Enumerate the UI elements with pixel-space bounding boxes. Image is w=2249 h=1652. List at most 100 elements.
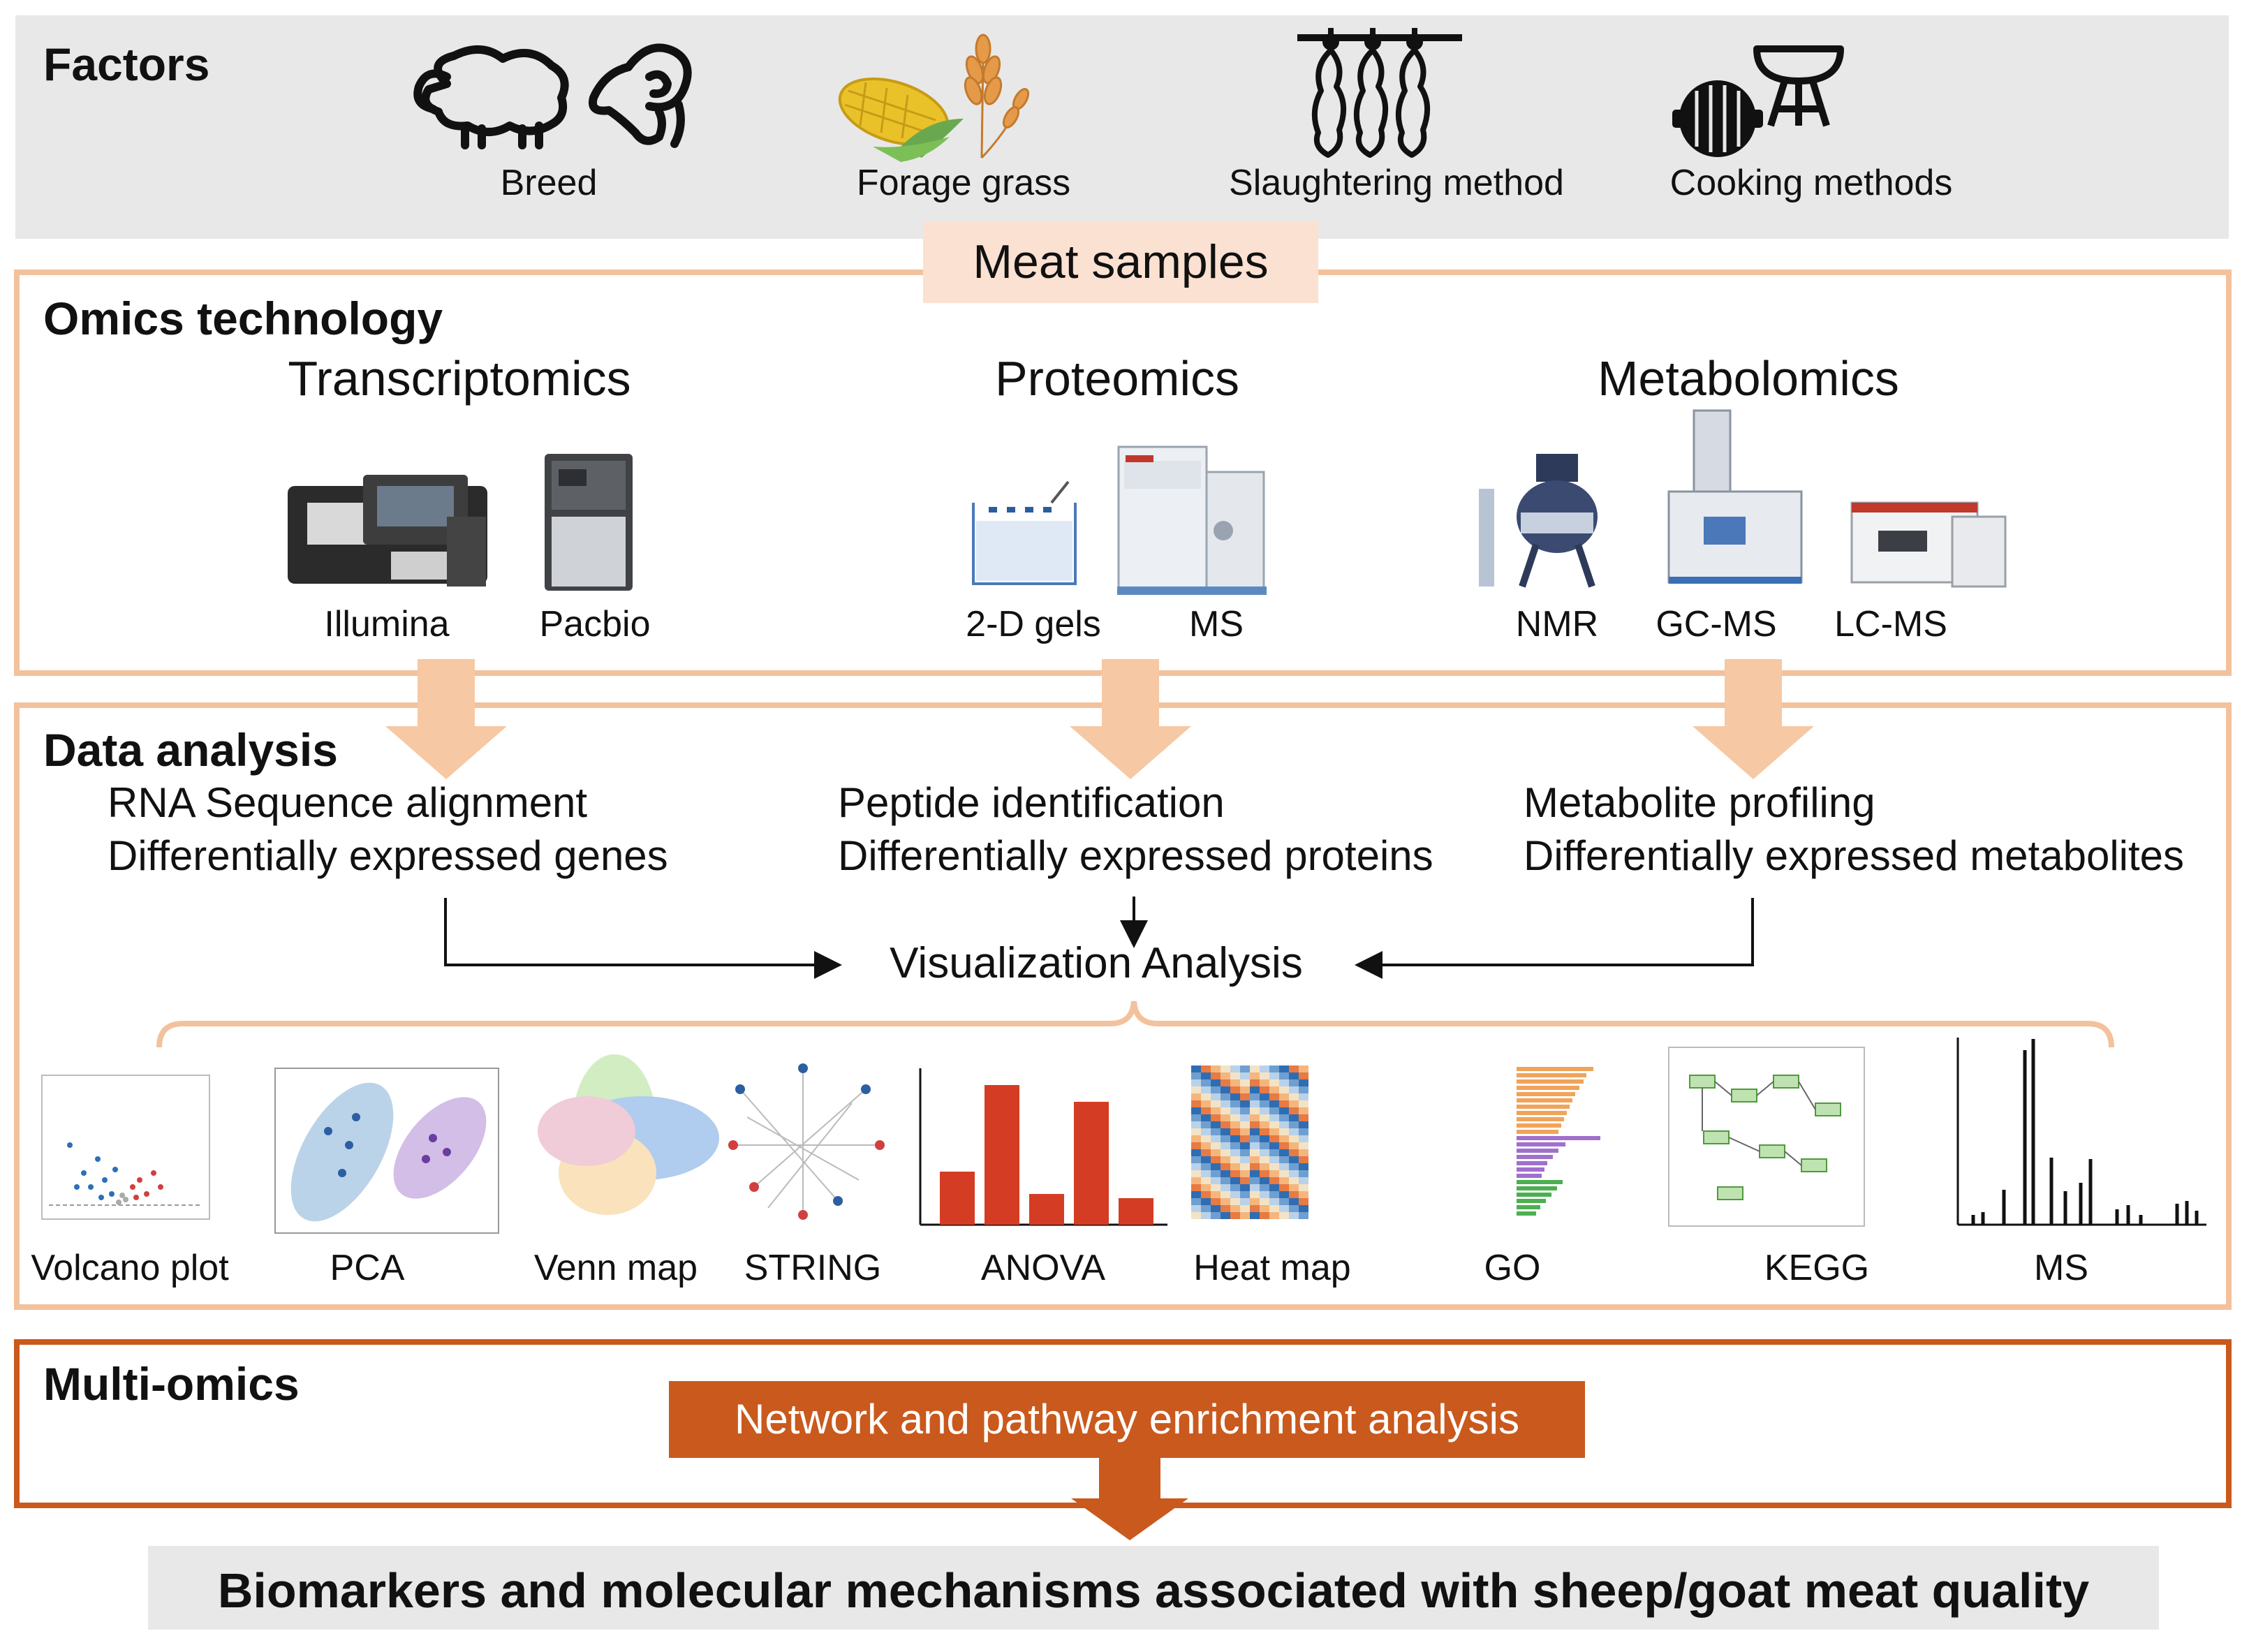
heat-map-cell	[1269, 1065, 1279, 1072]
heat-map-cell	[1279, 1191, 1289, 1198]
heat-map-cell	[1221, 1205, 1230, 1212]
heat-map-cell	[1289, 1142, 1299, 1149]
heat-map-cell	[1260, 1142, 1269, 1149]
heat-map-cell	[1191, 1191, 1201, 1198]
heat-map-thumbnail	[1191, 1065, 1308, 1219]
visualization-bracket	[156, 1001, 2114, 1048]
heat-map-cell	[1260, 1184, 1269, 1191]
heat-map-cell	[1289, 1086, 1299, 1093]
heat-map-cell	[1269, 1072, 1279, 1079]
heat-map-cell	[1211, 1177, 1221, 1184]
heat-map-cell	[1250, 1198, 1260, 1205]
pca-label: PCA	[330, 1248, 405, 1288]
2d-gels-label: 2-D gels	[966, 604, 1101, 644]
heat-map-cell	[1269, 1212, 1279, 1219]
heat-map-cell	[1221, 1163, 1230, 1170]
heat-map-cell	[1250, 1072, 1260, 1079]
transcriptomics-heading: Transcriptomics	[288, 351, 631, 406]
heat-map-cell	[1299, 1121, 1308, 1128]
heat-map-cell	[1299, 1114, 1308, 1121]
heat-map-cell	[1191, 1100, 1201, 1107]
heat-map-cell	[1299, 1198, 1308, 1205]
go-bar	[1517, 1155, 1553, 1159]
heat-map-cell	[1240, 1170, 1250, 1177]
heat-map-cell	[1260, 1114, 1269, 1121]
illumina-label: Illumina	[324, 604, 450, 644]
heat-map-cell	[1221, 1142, 1230, 1149]
heat-map-cell	[1230, 1198, 1240, 1205]
dep-line: Differentially expressed proteins	[838, 832, 1433, 879]
heat-map-cell	[1289, 1191, 1299, 1198]
heat-map-cell	[1279, 1142, 1289, 1149]
heat-map-cell	[1201, 1170, 1211, 1177]
heat-map-cell	[1230, 1205, 1240, 1212]
heat-map-cell	[1230, 1093, 1240, 1100]
heat-map-cell	[1260, 1205, 1269, 1212]
heat-map-cell	[1191, 1163, 1201, 1170]
heat-map-cell	[1299, 1135, 1308, 1142]
heat-map-cell	[1250, 1093, 1260, 1100]
arrow-proteomics	[1070, 659, 1191, 779]
heat-map-cell	[1230, 1170, 1240, 1177]
heat-map-cell	[1279, 1135, 1289, 1142]
heat-map-cell	[1191, 1156, 1201, 1163]
heat-map-cell	[1250, 1149, 1260, 1156]
heat-map-cell	[1221, 1170, 1230, 1177]
heat-map-cell	[1211, 1205, 1221, 1212]
heat-map-cell	[1221, 1121, 1230, 1128]
heat-map-cell	[1191, 1135, 1201, 1142]
heat-map-cell	[1211, 1072, 1221, 1079]
go-bar	[1517, 1073, 1586, 1077]
heat-map-cell	[1211, 1121, 1221, 1128]
anova-bar	[940, 1172, 975, 1225]
heat-map-cell	[1279, 1212, 1289, 1219]
pacbio-image	[545, 454, 633, 591]
heat-map-cell	[1279, 1065, 1289, 1072]
heat-map-cell	[1211, 1198, 1221, 1205]
heat-map-cell	[1201, 1198, 1211, 1205]
heat-map-cell	[1260, 1156, 1269, 1163]
heat-map-cell	[1299, 1212, 1308, 1219]
heat-map-cell	[1299, 1086, 1308, 1093]
string-thumbnail	[728, 1063, 885, 1220]
go-bar	[1517, 1167, 1544, 1172]
heat-map-cell	[1250, 1191, 1260, 1198]
heat-map-cell	[1230, 1149, 1240, 1156]
heat-map-cell	[1260, 1107, 1269, 1114]
heat-map-cell	[1279, 1093, 1289, 1100]
heat-map-cell	[1299, 1142, 1308, 1149]
heat-map-cell	[1211, 1093, 1221, 1100]
heat-map-cell	[1289, 1163, 1299, 1170]
heat-map-cell	[1269, 1198, 1279, 1205]
heat-map-cell	[1211, 1079, 1221, 1086]
peptide-identification-line: Peptide identification	[838, 779, 1225, 826]
anova-label: ANOVA	[980, 1248, 1106, 1288]
network-enrichment-label: Network and pathway enrichment analysis	[735, 1396, 1519, 1443]
heat-map-cell	[1299, 1170, 1308, 1177]
heat-map-cell	[1269, 1093, 1279, 1100]
heat-map-cell	[1221, 1079, 1230, 1086]
heat-map-cell	[1260, 1170, 1269, 1177]
heat-map-cell	[1191, 1149, 1201, 1156]
heat-map-cell	[1299, 1093, 1308, 1100]
heat-map-cell	[1269, 1177, 1279, 1184]
heat-map-cell	[1240, 1135, 1250, 1142]
anova-bar	[1119, 1198, 1153, 1225]
heat-map-cell	[1211, 1184, 1221, 1191]
heat-map-cell	[1240, 1156, 1250, 1163]
rna-alignment-line: RNA Sequence alignment	[108, 779, 588, 826]
heat-map-cell	[1240, 1205, 1250, 1212]
heat-map-cell	[1240, 1149, 1250, 1156]
heat-map-cell	[1289, 1072, 1299, 1079]
heat-map-cell	[1289, 1079, 1299, 1086]
gc-ms-label: GC-MS	[1656, 604, 1777, 644]
arrow-transcriptomics	[385, 659, 507, 779]
heat-map-cell	[1260, 1212, 1269, 1219]
heat-map-cell	[1299, 1149, 1308, 1156]
heat-map-cell	[1260, 1100, 1269, 1107]
heat-map-cell	[1260, 1065, 1269, 1072]
heat-map-cell	[1269, 1170, 1279, 1177]
heat-map-cell	[1260, 1177, 1269, 1184]
heat-map-cell	[1240, 1163, 1250, 1170]
